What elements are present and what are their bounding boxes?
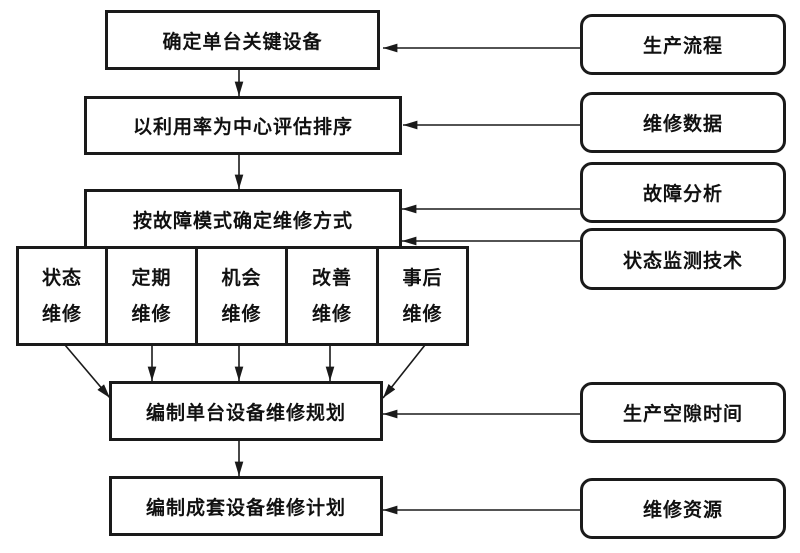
input-production-idle-time: 生产空隙时间: [580, 382, 786, 443]
mode2-line2: 维修: [131, 303, 172, 325]
step-evaluate-ranking: 以利用率为中心评估排序: [84, 96, 402, 155]
input2-label: 维修数据: [642, 113, 723, 135]
input-failure-analysis: 故障分析: [580, 162, 786, 223]
input1-label: 生产流程: [642, 35, 723, 57]
arrow-mode5-step4: [382, 344, 426, 399]
input-maintenance-data: 维修数据: [580, 92, 786, 153]
mode5-line2: 维修: [402, 303, 443, 325]
mode5-line1: 事后: [402, 267, 443, 289]
input-condition-monitoring: 状态监测技术: [580, 228, 786, 290]
mode4-line2: 维修: [311, 303, 352, 325]
mode4-line1: 改善: [311, 267, 352, 289]
input6-label: 维修资源: [642, 499, 723, 521]
arrow-mode1-step4: [64, 344, 111, 399]
step-determine-key-equipment: 确定单台关键设备: [105, 10, 380, 70]
mode3-line1: 机会: [221, 267, 262, 289]
input3-label: 故障分析: [642, 183, 723, 205]
mode3-line2: 维修: [221, 303, 262, 325]
mode2-line1: 定期: [131, 267, 172, 289]
mode-condition-maintenance: 状态 维修: [16, 246, 108, 346]
step-determine-maintenance-mode: 按故障模式确定维修方式: [84, 189, 402, 249]
input4-label: 状态监测技术: [622, 249, 743, 272]
mode-improvement-maintenance: 改善 维修: [285, 246, 379, 346]
input-production-process: 生产流程: [580, 14, 786, 75]
step1-label: 确定单台关键设备: [162, 30, 323, 53]
step-single-equipment-plan: 编制单台设备维修规划: [109, 381, 383, 441]
step4-label: 编制单台设备维修规划: [145, 401, 346, 424]
input5-label: 生产空隙时间: [622, 403, 743, 425]
mode-periodic-maintenance: 定期 维修: [105, 246, 198, 346]
step5-label: 编制成套设备维修计划: [145, 496, 346, 519]
step-complete-equipment-plan: 编制成套设备维修计划: [109, 476, 383, 536]
input-maintenance-resources: 维修资源: [580, 478, 786, 539]
mode1-line1: 状态: [41, 267, 82, 289]
mode1-line2: 维修: [41, 303, 82, 325]
mode-breakdown-maintenance: 事后 维修: [376, 246, 469, 346]
step2-label: 以利用率为中心评估排序: [132, 116, 353, 138]
mode-opportunity-maintenance: 机会 维修: [195, 246, 288, 346]
step3-label: 按故障模式确定维修方式: [132, 209, 353, 232]
